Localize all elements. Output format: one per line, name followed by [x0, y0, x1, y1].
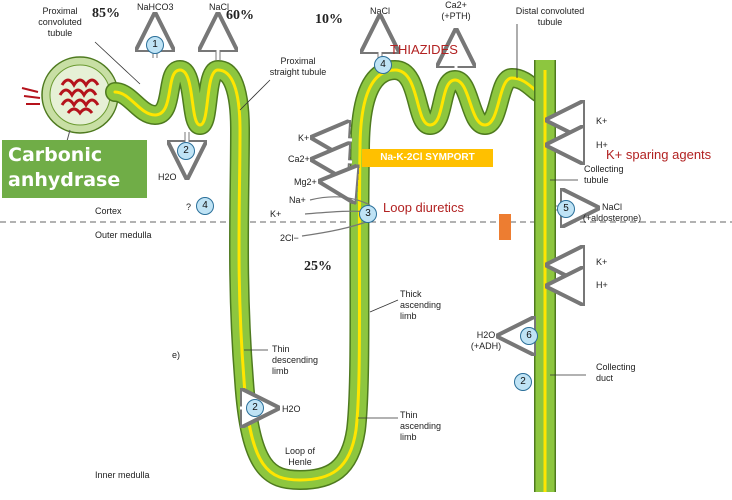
annotation-k-sparing-agents: K+ sparing agents [606, 147, 712, 162]
annotation-loop-diuretics: Loop diuretics [383, 200, 464, 215]
label-k-plus-right-2: K+ [596, 257, 608, 267]
label-thin-descending-limb: Thin descending limb [272, 344, 319, 376]
label-proximal-straight-tubule: Proximal straight tubule [269, 56, 327, 77]
annotation-symport: Na-K-2Cl SYMPORT [362, 149, 493, 167]
site-circle-4-question: 4 [196, 197, 214, 215]
label-na-plus: Na+ [289, 195, 306, 205]
label-ca-2plus: Ca2+ [288, 154, 310, 164]
label-panel-e: e) [172, 350, 181, 360]
label-proximal-convoluted-tubule: Proximal convoluted tubule [38, 6, 82, 38]
label-distal-convoluted-tubule: Distal convoluted tubule [515, 6, 585, 27]
label-2cl: 2Cl− [280, 233, 299, 243]
label-ca-pth: Ca2+ (+PTH) [441, 0, 471, 21]
label-nahco3: NaHCO3 [137, 2, 174, 12]
label-mg-2plus: Mg2+ [294, 177, 317, 187]
leader-lines [94, 24, 586, 419]
label-nacl-distal: NaCl [370, 6, 391, 16]
label-question: ? [186, 202, 192, 212]
label-thick-ascending-limb: Thick ascending limb [400, 289, 442, 321]
label-thin-ascending-limb: Thin ascending limb [400, 410, 442, 442]
annotation-thiazides: THIAZIDES [390, 42, 458, 57]
percent-10: 10% [315, 12, 343, 27]
site-circle-3: 3 [359, 205, 377, 223]
label-nacl-aldosterone: NaCl (+aldosterone) [582, 202, 642, 223]
label-inner-medulla: Inner medulla [95, 470, 150, 480]
glomerulus [21, 56, 119, 153]
label-collecting-duct: Collecting duct [596, 362, 636, 383]
label-cortex: Cortex [95, 206, 122, 216]
label-h-plus-right-2: H+ [596, 280, 608, 290]
label-h2o-proximal: H2O [158, 172, 177, 182]
label-collecting-tubule: Collecting tubule [584, 164, 624, 185]
percent-60: 60% [226, 8, 254, 23]
site-circle-1: 1 [146, 36, 164, 54]
orange-marker [499, 214, 511, 240]
site-circle-2-proximal: 2 [177, 142, 195, 160]
label-k-plus-right-1: K+ [596, 116, 608, 126]
label-nacl-proximal: NaCl [209, 2, 230, 12]
percent-85: 85% [92, 6, 120, 21]
nephron-tubule [105, 60, 556, 492]
site-circle-6: 6 [520, 327, 538, 345]
label-h2o-loop: H2O [282, 404, 301, 414]
site-circle-2-duct: 2 [514, 373, 532, 391]
percent-25: 25% [304, 259, 332, 274]
annotation-carbonic-anhydrase: Carbonic anhydrase [2, 140, 147, 198]
site-circle-4-distal: 4 [374, 56, 392, 74]
label-h-plus-right-1: H+ [596, 140, 608, 150]
label-k-plus-1: K+ [298, 133, 310, 143]
label-k-plus-2: K+ [270, 209, 282, 219]
label-h2o-adh: H2O (+ADH) [470, 330, 502, 351]
label-loop-of-henle: Loop of Henle [284, 446, 316, 467]
site-circle-5: 5 [557, 200, 575, 218]
label-outer-medulla: Outer medulla [95, 230, 152, 240]
site-circle-2-loop: 2 [246, 399, 264, 417]
